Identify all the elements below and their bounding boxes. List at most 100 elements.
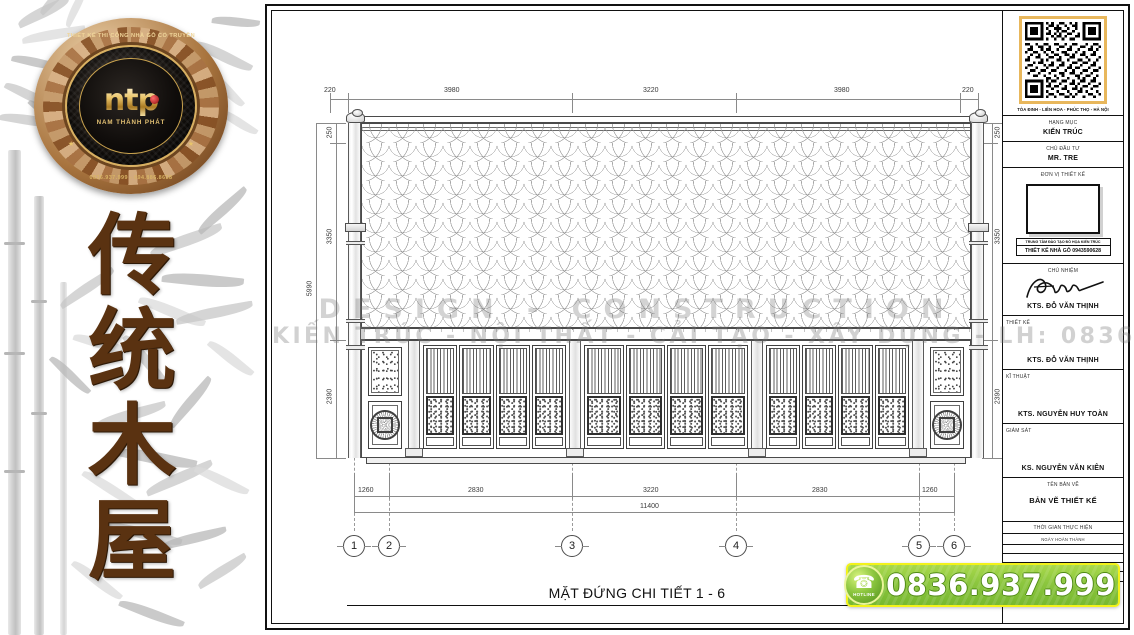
door-lattice xyxy=(628,348,662,394)
door-panel xyxy=(459,345,494,449)
drawing-name-row: TÊN BẢN VẼ BẢN VẼ THIẾT KẾ xyxy=(1003,478,1123,522)
door-carving xyxy=(841,395,870,435)
dim-top-220-left: 220 xyxy=(324,87,336,94)
qr-code-frame[interactable] xyxy=(1019,16,1107,104)
technical-name: KTS. NGUYỄN HUY TOÀN xyxy=(1017,411,1109,418)
dim-bottom-line xyxy=(354,496,954,497)
door-lattice xyxy=(669,348,704,394)
stone-panel-left xyxy=(368,347,403,396)
drawing-title: MẶT ĐỨNG CHI TIẾT 1 - 6 xyxy=(548,585,726,601)
eave-cornice xyxy=(353,328,979,340)
dim-left-tick-top xyxy=(316,123,346,124)
banner-char-4: 屋 xyxy=(87,489,176,593)
corner-column-right xyxy=(968,109,989,458)
signature-row-technical: KĨ THUẬT KTS. NGUYỄN HUY TOÀN xyxy=(1003,370,1123,424)
dim-top-tick-5 xyxy=(960,93,961,113)
phone-glyph: ☎ xyxy=(852,572,876,592)
drawing-name-label: TÊN BẢN VẼ xyxy=(1047,482,1079,488)
logo-star-right: ★ xyxy=(187,141,194,148)
column-band-left-1 xyxy=(346,241,365,245)
logo-tagline-top: THIẾT KẾ THI CÔNG NHÀ GỖ CỔ TRUYỀN xyxy=(66,33,196,39)
stamp-line-2: THIẾT KẾ NHÀ GỖ 0943590628 xyxy=(1024,247,1102,254)
door-lattice xyxy=(841,348,870,394)
hotline-badge-label: HOTLINE xyxy=(853,592,875,597)
dim-total-tick-left xyxy=(354,496,355,513)
facade-pillar-4 xyxy=(747,341,766,457)
grid-bubble-4[interactable]: 4 xyxy=(719,535,753,557)
design-unit-row: ĐƠN VỊ THIẾT KẾ TRUNG TÂM ĐÀO TẠO ĐỒ HỌA… xyxy=(1003,168,1123,264)
facade-pillar-2 xyxy=(405,341,424,457)
facade-right-side-wall xyxy=(924,341,970,457)
stamp-line-1: TRUNG TÂM ĐÀO TẠO ĐỒ HỌA KIẾN TRÚC xyxy=(1016,239,1110,246)
dim-bottom-tick-1 xyxy=(354,473,355,499)
drawing-name-value: BẢN VẼ THIẾT KẾ xyxy=(1029,496,1097,505)
door-lattice xyxy=(587,348,621,394)
column-band-left-3 xyxy=(346,345,365,350)
dim-top-220-right: 220 xyxy=(962,87,974,94)
dim-left-3350: 3350 xyxy=(326,228,334,245)
supervisor-name: KS. NGUYỄN VĂN KIÊN xyxy=(1021,465,1105,472)
door-panel xyxy=(584,345,624,449)
facade-left-side-wall xyxy=(362,341,408,457)
grid-bubble-1[interactable]: 1 xyxy=(337,535,371,557)
dim-left-tick-eave xyxy=(330,143,346,144)
dim-top-3980-left: 3980 xyxy=(444,87,460,94)
completion-row: NGÀY HOÀN THÀNH xyxy=(1003,534,1123,545)
column-band-right-3 xyxy=(969,345,988,350)
door-lattice xyxy=(498,348,527,394)
dim-right-tick-cornice xyxy=(982,340,998,341)
grid-bubble-2[interactable]: 2 xyxy=(372,535,406,557)
door-base xyxy=(534,437,564,446)
signature-row-supervisor: GIÁM SÁT KS. NGUYỄN VĂN KIÊN xyxy=(1003,424,1123,478)
door-panel xyxy=(802,345,837,449)
client-value: MR. TRE xyxy=(1047,155,1079,162)
dim-top-tick-1 xyxy=(330,93,331,113)
signature-icon xyxy=(1026,278,1104,298)
medallion-left xyxy=(370,409,401,440)
chief-name: KTS. ĐỖ VĂN THỊNH xyxy=(1027,303,1099,310)
dim-bottom-1260-left: 1260 xyxy=(358,487,374,494)
left-banner: THIẾT KẾ THI CÔNG NHÀ GỖ CỔ TRUYỀN ★ ★ n… xyxy=(0,0,264,635)
dim-top-tick-4 xyxy=(736,93,737,113)
door-group-center xyxy=(581,341,751,457)
door-panel xyxy=(708,345,748,449)
designer-role-label: THIẾT KẾ xyxy=(1006,320,1031,326)
dim-right-tick-top xyxy=(982,123,1012,124)
dim-left-tick-bottom xyxy=(316,458,346,459)
door-base xyxy=(426,437,455,446)
technical-role-label: KĨ THUẬT xyxy=(1006,374,1031,380)
column-cap-left xyxy=(346,109,365,123)
door-carving xyxy=(768,395,798,435)
tiled-roof xyxy=(361,123,971,328)
grid-bubble-5[interactable]: 5 xyxy=(902,535,936,557)
dim-bottom-3220: 3220 xyxy=(643,487,659,494)
dim-total-tick-right xyxy=(954,496,955,513)
dim-right-2390: 2390 xyxy=(994,388,1002,405)
door-carving xyxy=(534,395,564,435)
door-base xyxy=(669,437,704,446)
dim-top-tick-3 xyxy=(572,93,573,113)
grid-bubble-3[interactable]: 3 xyxy=(555,535,589,557)
door-carving xyxy=(877,395,906,435)
dim-total-line xyxy=(354,512,954,513)
door-base xyxy=(587,437,621,446)
supervisor-role-label: GIÁM SÁT xyxy=(1006,428,1032,434)
door-base xyxy=(805,437,834,446)
stone-texture-right xyxy=(932,350,961,393)
door-base xyxy=(628,437,662,446)
qr-code-icon xyxy=(1025,22,1101,98)
dim-left-2390: 2390 xyxy=(326,388,334,405)
grid-bubble-6[interactable]: 6 xyxy=(937,535,971,557)
sheet-inner-border: 220 3980 3220 3980 220 250 3350 2390 599… xyxy=(271,10,1134,624)
hotline-phone-number: 0836.937.999 xyxy=(886,568,1116,602)
door-group-left xyxy=(420,341,569,457)
banner-char-3: 木 xyxy=(87,394,176,498)
category-value: KIẾN TRÚC xyxy=(1043,129,1083,136)
phone-icon: ☎ HOTLINE xyxy=(844,565,884,605)
ntp-company-logo: THIẾT KẾ THI CÔNG NHÀ GỖ CỔ TRUYỀN ★ ★ n… xyxy=(34,18,228,194)
hotline-badge[interactable]: ☎ HOTLINE 0836.937.999 xyxy=(844,563,1120,607)
design-unit-logo-box xyxy=(1026,184,1100,234)
medallion-right xyxy=(931,409,962,440)
dim-left-250: 250 xyxy=(326,126,334,139)
drawing-title-underline xyxy=(347,605,927,606)
